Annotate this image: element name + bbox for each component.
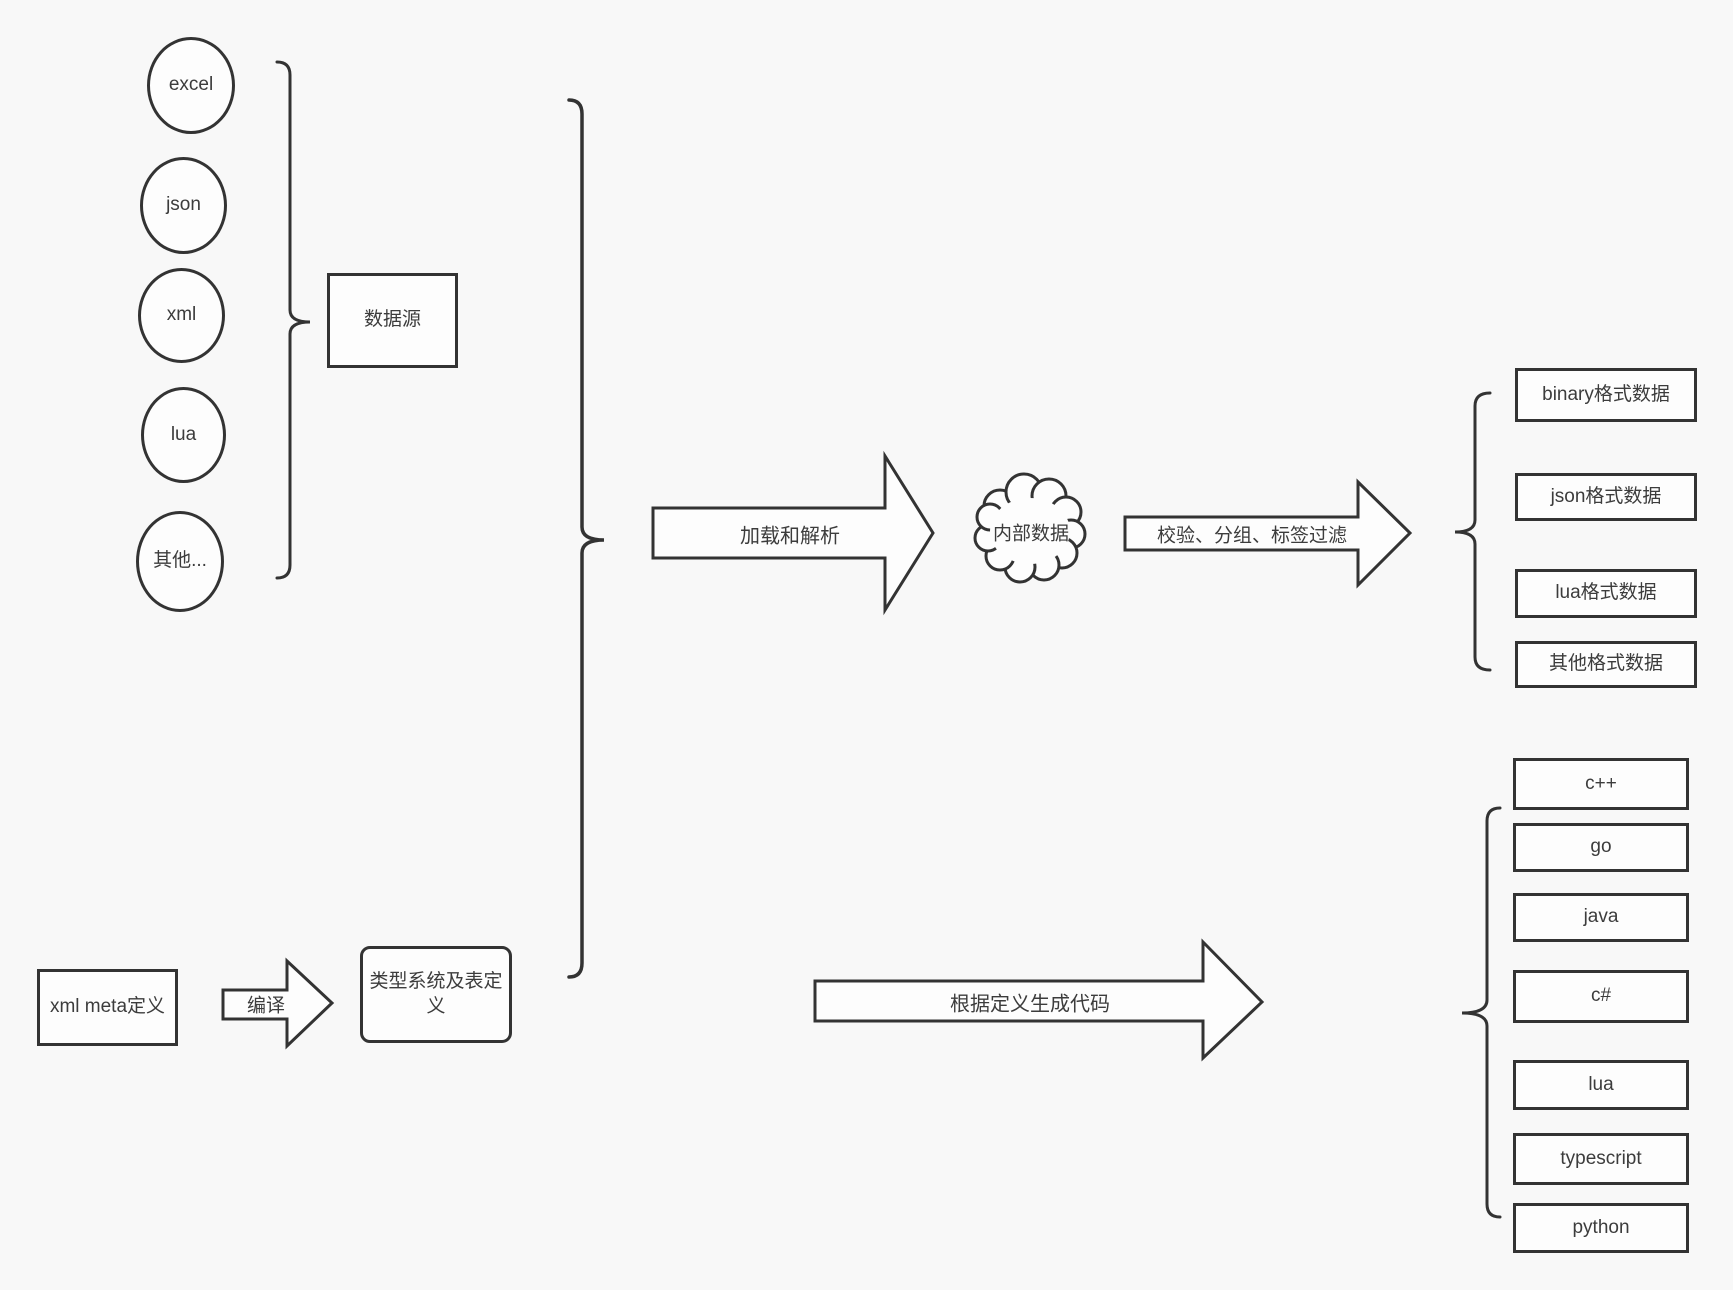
filter-arrow (1123, 478, 1413, 589)
load-parse-arrow-label: 加载和解析 (740, 525, 840, 548)
language-box-python: python (1513, 1203, 1689, 1253)
filter-arrow-label: 校验、分组、标签过滤 (1156, 525, 1348, 547)
internal-data-label: 内部数据 (992, 523, 1070, 545)
source-ellipse-excel: excel (147, 37, 235, 134)
compile-arrow-label: 编译 (246, 995, 286, 1017)
language-box-typescript: typescript (1513, 1133, 1689, 1185)
xml-meta-box: xml meta定义 (37, 969, 178, 1046)
language-box-lua: lua (1513, 1060, 1689, 1110)
language-box-go: go (1513, 823, 1689, 872)
sources-brace (275, 60, 311, 580)
load-parse-arrow (651, 450, 935, 616)
source-ellipse-json: json (140, 157, 227, 254)
formats-brace (1454, 391, 1492, 672)
source-ellipse-xml: xml (138, 268, 225, 363)
format-box-json: json格式数据 (1515, 473, 1697, 521)
compile-arrow (221, 957, 335, 1050)
source-ellipse-lua: lua (141, 387, 226, 483)
format-box-binary: binary格式数据 (1515, 368, 1697, 422)
data-source-box: 数据源 (327, 273, 458, 368)
codegen-arrow (813, 938, 1265, 1062)
language-box-cpp: c++ (1513, 758, 1689, 810)
inputs-brace (567, 98, 605, 979)
format-box-other: 其他格式数据 (1515, 641, 1697, 688)
language-box-java: java (1513, 893, 1689, 942)
internal-data-cloud (973, 472, 1087, 584)
format-box-lua: lua格式数据 (1515, 569, 1697, 618)
language-box-csharp: c# (1513, 970, 1689, 1023)
codegen-arrow-label: 根据定义生成代码 (950, 993, 1110, 1016)
type-system-box: 类型系统及表定义 (360, 946, 512, 1043)
source-ellipse-other: 其他... (136, 511, 224, 612)
languages-brace (1461, 806, 1502, 1219)
